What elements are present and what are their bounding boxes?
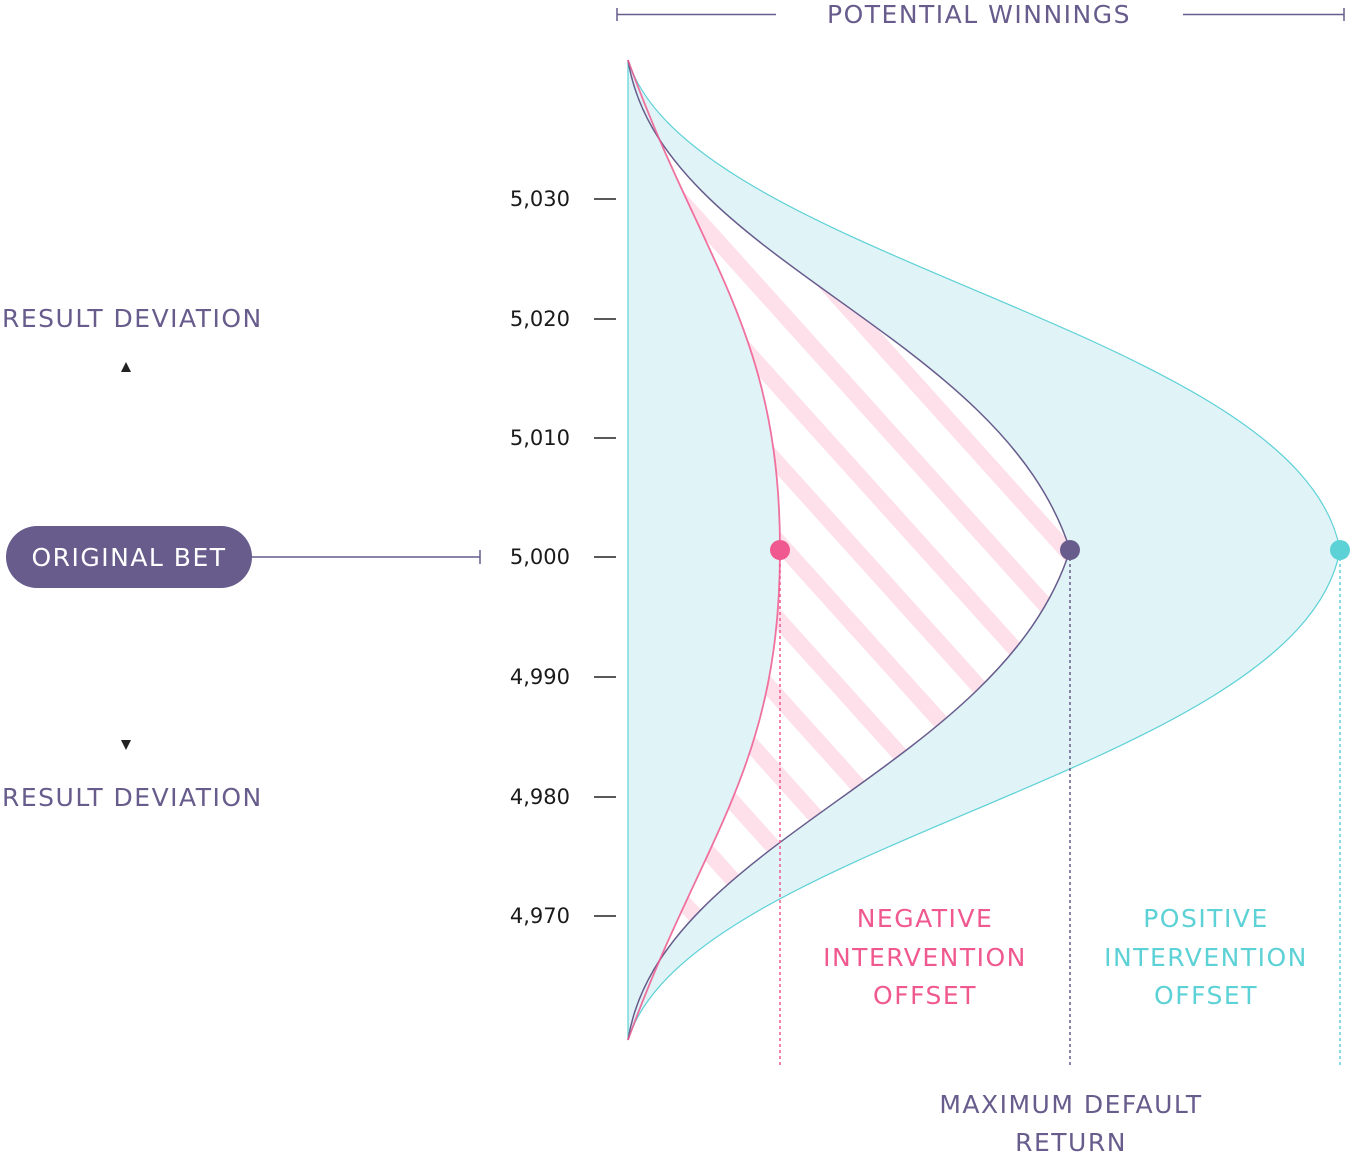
result-deviation-upper-label: RESULT DEVIATION bbox=[2, 304, 263, 333]
negative-label-line: OFFSET bbox=[873, 981, 977, 1010]
positive-label-line: OFFSET bbox=[1154, 981, 1258, 1010]
positive-label-line: POSITIVE bbox=[1143, 904, 1269, 933]
bottom-label-line: RETURN bbox=[1015, 1128, 1127, 1154]
negative-offset-label: NEGATIVE INTERVENTION OFFSET bbox=[823, 904, 1027, 1010]
tick-label: 5,020 bbox=[510, 307, 570, 331]
tick-label: 5,010 bbox=[510, 426, 570, 450]
tick-label: 4,970 bbox=[510, 904, 570, 928]
tick-label: 5,030 bbox=[510, 187, 570, 211]
original-bet-pill bbox=[6, 526, 252, 588]
tick-label: 5,000 bbox=[510, 545, 570, 569]
up-arrow-icon bbox=[121, 362, 131, 372]
positive-label-line: INTERVENTION bbox=[1104, 943, 1308, 972]
maximum-default-return-label: MAXIMUM DEFAULT RETURN bbox=[939, 1090, 1202, 1154]
header-title: POTENTIAL WINNINGS bbox=[827, 0, 1131, 29]
negative-offset-hatch bbox=[628, 60, 1070, 1040]
positive-peak-dot bbox=[1330, 540, 1350, 560]
original-bet-label: ORIGINAL BET bbox=[31, 543, 226, 572]
result-deviation-lower-label: RESULT DEVIATION bbox=[2, 783, 263, 812]
default-peak-dot bbox=[1060, 540, 1080, 560]
negative-label-line: NEGATIVE bbox=[857, 904, 994, 933]
positive-offset-label: POSITIVE INTERVENTION OFFSET bbox=[1104, 904, 1308, 1010]
tick-label: 4,980 bbox=[510, 785, 570, 809]
tick-label: 4,990 bbox=[510, 665, 570, 689]
header-bracket bbox=[616, 8, 1345, 21]
bottom-label-line: MAXIMUM DEFAULT bbox=[939, 1090, 1202, 1119]
negative-label-line: INTERVENTION bbox=[823, 943, 1027, 972]
y-axis-ticks bbox=[594, 198, 616, 917]
negative-peak-dot bbox=[770, 540, 790, 560]
down-arrow-icon bbox=[121, 740, 131, 750]
